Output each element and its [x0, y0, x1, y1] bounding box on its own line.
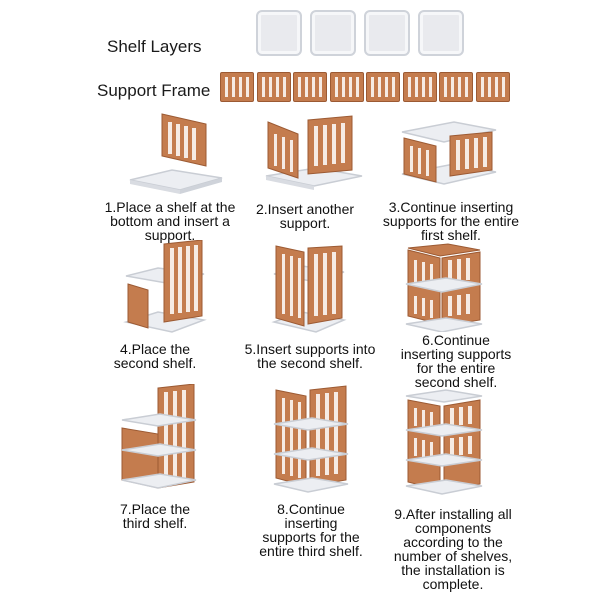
step-9-illustration: [405, 389, 483, 495]
caption-line: 1.Place a shelf at the: [104, 199, 236, 215]
step-6-illustration: [405, 243, 483, 332]
caption-line: complete.: [422, 576, 484, 592]
step-3-illustration: [401, 121, 497, 185]
caption-line: second shelf.: [414, 374, 498, 390]
support-frame-piece: [220, 72, 254, 102]
support-frame-piece: [256, 72, 291, 102]
caption-line: first shelf.: [421, 227, 481, 243]
caption-line: 7.Place the: [119, 501, 191, 517]
caption-line: components: [414, 520, 492, 536]
support-frame-piece: [293, 72, 327, 102]
caption-line: the second shelf.: [257, 355, 363, 371]
support-frame-piece: [402, 72, 437, 102]
caption-line: supports for the: [262, 529, 360, 545]
caption-line: inserting supports: [400, 346, 512, 362]
caption-line: the installation is: [401, 562, 505, 578]
support-frame-piece: [475, 72, 510, 102]
caption-line: 4.Place the: [119, 341, 191, 357]
support-frame-row: [220, 72, 512, 102]
shelf-layers-label: Shelf Layers: [107, 37, 202, 56]
step-1-illustration: [129, 113, 223, 194]
support-frame-label: Support Frame: [97, 81, 211, 100]
caption-line: 6.Continue: [422, 332, 490, 348]
caption-line: entire third shelf.: [259, 543, 363, 559]
step-1-shelf: [129, 169, 223, 194]
caption-line: support.: [279, 215, 331, 231]
caption-line: for the entire: [416, 360, 496, 376]
caption-line: inserting: [284, 515, 338, 531]
caption-line: 3.Continue inserting: [388, 199, 514, 215]
support-frame-piece: [366, 72, 400, 102]
caption-line: support.: [144, 227, 196, 243]
shelf-panel: [310, 10, 356, 56]
caption-line: 8.Continue: [277, 501, 345, 517]
shelf-layers-row: [256, 10, 466, 58]
step-4-illustration: [123, 240, 207, 333]
caption-line: 5.Insert supports into: [244, 341, 376, 357]
step-2-illustration: [265, 115, 363, 190]
caption-line: bottom and insert a: [110, 213, 230, 229]
step-7-illustration: [121, 384, 197, 489]
step-2-support-right: [307, 115, 353, 175]
caption-line: 9.After installing all: [394, 506, 512, 522]
caption-line: according to the: [403, 534, 503, 550]
caption-line: number of shelves,: [393, 548, 513, 564]
caption-line: second shelf.: [113, 355, 197, 371]
step-5-illustration: [271, 245, 347, 333]
support-frame-piece: [329, 72, 364, 102]
caption-line: third shelf.: [122, 515, 188, 531]
shelf-panel: [364, 10, 410, 56]
caption-line: 2.Insert another: [255, 201, 355, 217]
step-8-illustration: [273, 385, 349, 493]
shelf-panel: [256, 10, 302, 56]
step-2-support-left: [267, 121, 299, 179]
caption-line: supports for the entire: [382, 213, 520, 229]
shelf-panel: [418, 10, 464, 56]
support-frame-piece: [439, 72, 473, 102]
step-1-support: [161, 113, 207, 167]
step-3-supports: [403, 131, 493, 183]
